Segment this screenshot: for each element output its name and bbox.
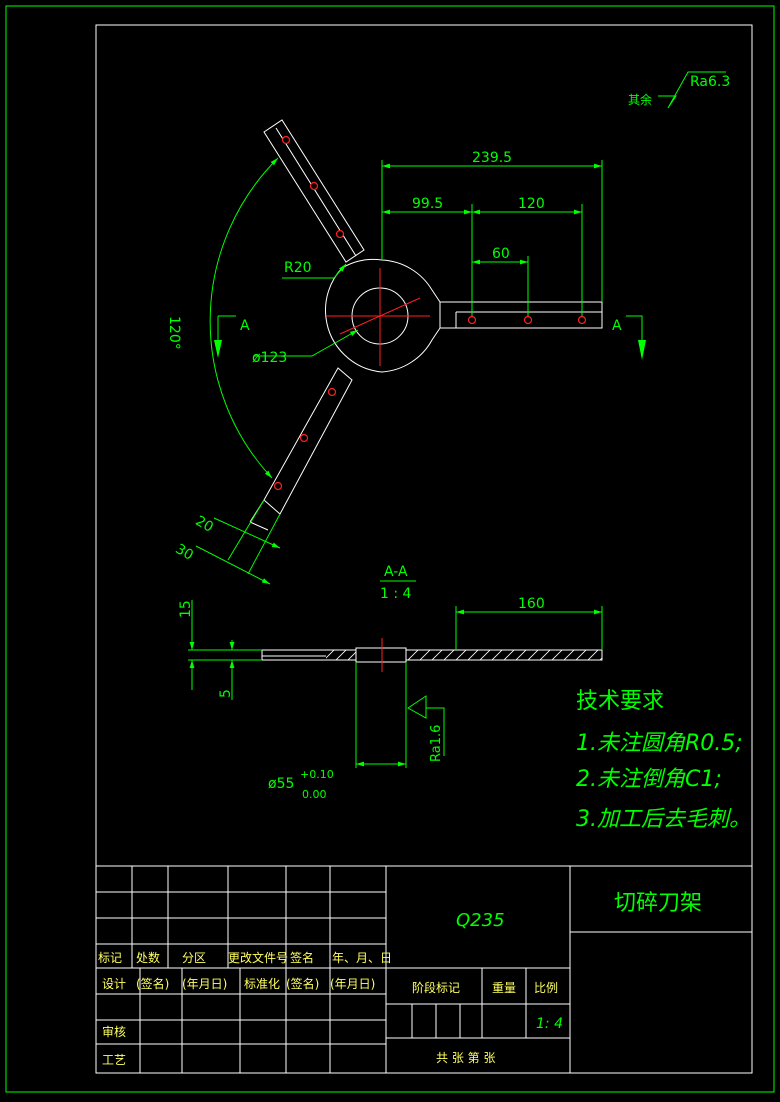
- material-text: Q235: [456, 910, 505, 931]
- dim-120: 120: [518, 196, 545, 212]
- process-label: 工艺: [102, 1053, 126, 1067]
- tech-item-2: 2.未注倒角C1;: [576, 767, 722, 792]
- dim-5: 5: [218, 689, 234, 698]
- sheets-label: 共 张 第 张: [436, 1051, 495, 1065]
- hole: [467, 315, 477, 325]
- hole: [299, 433, 309, 443]
- finish-value: Ra6.3: [690, 74, 730, 90]
- part-name: 切碎刀架: [614, 891, 702, 916]
- section-marker-left: A: [214, 315, 250, 358]
- outer-frame: [5, 5, 775, 1093]
- design-sign: (签名): [136, 976, 169, 991]
- hole: [523, 315, 533, 325]
- section-scale: 1 : 4: [380, 586, 412, 602]
- section-title: A-A: [384, 564, 408, 580]
- tech-requirements: 技术要求 1.未注圆角R0.5; 2.未注倒角C1; 3.加工后去毛刺。: [576, 689, 751, 832]
- finish-prefix: 其余: [628, 92, 652, 107]
- hole: [577, 315, 587, 325]
- header-date: 年、月、日: [332, 951, 392, 965]
- section-marker-right: A: [612, 315, 646, 360]
- plan-dimensions: 239.5 99.5 120 60 R20 ø123 120° 20 30: [166, 150, 603, 585]
- header-sign: 签名: [290, 950, 314, 965]
- dim-20: 20: [193, 513, 216, 536]
- dim-239-5: 239.5: [472, 150, 512, 166]
- dim-d55-lower: 0.00: [302, 788, 327, 801]
- dim-15: 15: [178, 600, 194, 618]
- right-arm: [439, 301, 603, 329]
- dim-30: 30: [173, 541, 196, 564]
- standardization-date: (年月日): [330, 977, 375, 991]
- header-mark: 标记: [98, 951, 122, 965]
- surface-finish-ra16: Ra1.6: [429, 725, 444, 762]
- hole: [281, 135, 291, 145]
- dim-d55: ø55: [268, 776, 294, 792]
- header-change-doc: 更改文件号: [228, 950, 288, 965]
- hole: [273, 481, 283, 491]
- hole: [309, 181, 319, 191]
- surface-finish-general: 其余 Ra6.3: [628, 71, 730, 109]
- section-view: A-A 1 : 4 160 15 5 ø55 +0.10 0.00 Ra1.6: [178, 564, 603, 801]
- section-label-right: A: [612, 318, 622, 334]
- lower-left-arm: [263, 367, 353, 515]
- dim-60: 60: [492, 246, 510, 262]
- header-count: 处数: [136, 950, 160, 965]
- design-label: 设计: [102, 977, 126, 991]
- stage-mark-label: 阶段标记: [412, 980, 460, 995]
- dim-d123: ø123: [252, 350, 287, 366]
- ratio-label: 比例: [534, 981, 558, 995]
- standardization-sign: (签名): [286, 976, 319, 991]
- standardization-label: 标准化: [244, 977, 280, 991]
- tech-title: 技术要求: [576, 689, 664, 714]
- weight-label: 重量: [492, 981, 516, 995]
- dim-angle-120: 120°: [166, 316, 182, 350]
- dim-d55-upper: +0.10: [300, 768, 334, 781]
- tech-item-1: 1.未注圆角R0.5;: [576, 731, 743, 756]
- dim-160: 160: [518, 596, 545, 612]
- review-label: 审核: [102, 1024, 126, 1039]
- hole: [327, 387, 337, 397]
- design-date: (年月日): [182, 977, 227, 991]
- tech-item-3: 3.加工后去毛刺。: [576, 807, 751, 832]
- upper-left-arm: [263, 119, 365, 263]
- header-zone: 分区: [182, 951, 206, 965]
- scale-value: 1: 4: [536, 1016, 563, 1032]
- hole: [335, 229, 345, 239]
- dim-r20: R20: [284, 260, 312, 276]
- section-label-left: A: [240, 318, 250, 334]
- dim-99-5: 99.5: [412, 196, 443, 212]
- title-block: Q235 切碎刀架 标记 处数 分区 更改文件号 签名 年、月、日 设计 (签名…: [95, 865, 753, 1074]
- part-plan-view: [249, 119, 603, 531]
